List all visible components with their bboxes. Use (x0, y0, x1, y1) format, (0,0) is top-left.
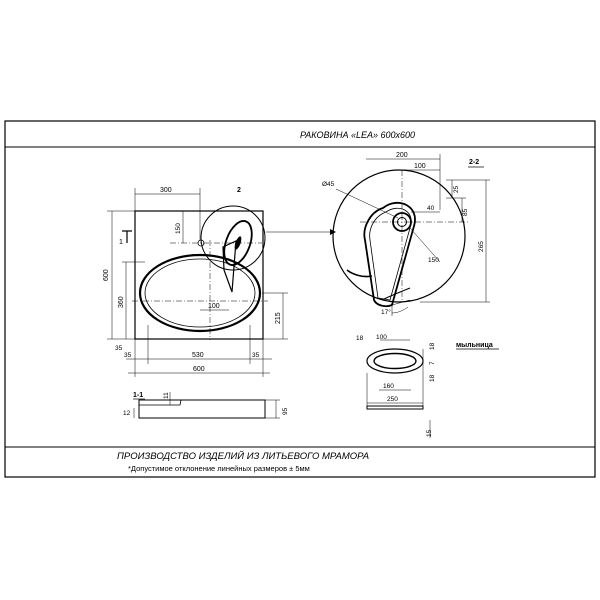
detail-2-2: 200 100 2-2 Ø45 40 25 85 265 150 17° (322, 152, 490, 316)
soap-dish-inner (373, 352, 417, 370)
dim-bottom-35-left: 35 (115, 345, 123, 352)
outer-frame (4, 120, 596, 478)
section-slab (138, 399, 266, 419)
dim-soap-100: 100 (376, 334, 387, 341)
detail-circle (332, 169, 466, 303)
soap-dish-outer (366, 348, 424, 374)
dim-2-2-265: 265 (478, 241, 485, 252)
callout-2: 2 (237, 187, 241, 194)
tolerance-note: *Допустимое отклонение линейных размеров… (128, 464, 310, 473)
production-note: ПРОИЗВОДСТВО ИЗДЕЛИЙ ИЗ ЛИТЬЕВОГО МРАМОР… (117, 450, 369, 462)
dim-soap-18a: 18 (356, 335, 364, 342)
soap-dish: мыльница 18 100 18 7 18 160 250 15 (356, 334, 499, 438)
section-1-1: 1-1 11 12 95 (123, 392, 289, 419)
dim-1-1-95: 95 (282, 407, 289, 415)
dim-soap-18c: 18 (429, 374, 436, 382)
section-mark-1: 1 (119, 239, 123, 246)
dim-soap-7: 7 (429, 361, 436, 365)
detail-2-2-label: 2-2 (469, 159, 479, 166)
detail-bowl-edge (346, 269, 373, 278)
section-1-1-label: 1-1 (133, 392, 143, 399)
dim-soap-15: 15 (426, 429, 433, 437)
drawing-title: РАКОВИНА «LEA» 600х600 (300, 130, 415, 140)
bowl-inner (144, 258, 256, 328)
dim-2-2-40: 40 (427, 205, 435, 212)
dim-bottom-35-left-b: 35 (124, 352, 132, 359)
dim-2-2-100: 100 (414, 163, 426, 170)
detail-2-circle (200, 205, 266, 271)
dim-hole-150: 150 (175, 223, 182, 234)
section-bowl-cut (139, 399, 182, 406)
detail-lower-edge (381, 287, 411, 301)
dim-bottom-35-right: 35 (252, 352, 260, 359)
dim-left-360: 360 (118, 296, 125, 308)
sink-outline (134, 210, 264, 340)
dim-1-1-11: 11 (163, 392, 170, 399)
detail-ledge (363, 201, 416, 308)
dim-soap-18b: 18 (429, 342, 436, 350)
dim-inner-100: 100 (208, 303, 220, 310)
dim-soap-160: 160 (383, 383, 394, 390)
dim-2-2-17: 17° (381, 308, 391, 316)
dim-bottom-530: 530 (192, 352, 204, 359)
dim-soap-250: 250 (387, 396, 398, 403)
dim-1-1-12: 12 (123, 410, 131, 417)
dim-2-2-d45: Ø45 (322, 181, 335, 188)
dim-right-215: 215 (275, 312, 282, 324)
soap-dish-label: мыльница (456, 342, 493, 349)
dim-bottom-600: 600 (193, 366, 205, 373)
bowl-outer (138, 253, 262, 333)
dim-left-600: 600 (103, 269, 110, 281)
soap-dish-profile (366, 405, 424, 410)
main-view: 300 2 150 600 360 1 100 215 35 35 (103, 187, 336, 377)
dim-top-300: 300 (160, 187, 172, 194)
tap-ledge-inner (223, 220, 253, 266)
dim-2-2-200: 200 (396, 152, 408, 159)
dim-2-2-25: 25 (453, 185, 460, 193)
dim-2-2-85: 85 (462, 208, 469, 216)
tap-ledge (222, 240, 237, 293)
dim-2-2-150: 150 (428, 257, 439, 264)
